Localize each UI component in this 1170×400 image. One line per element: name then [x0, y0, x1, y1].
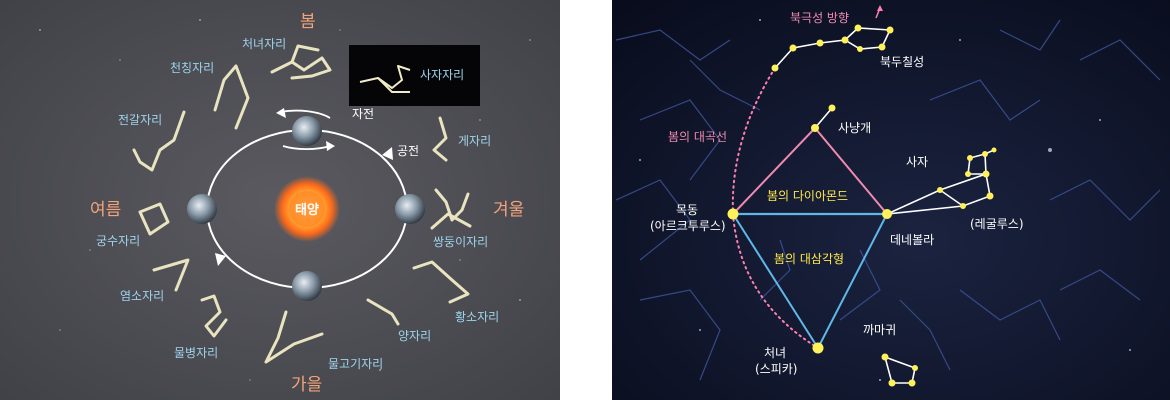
label-aries: 양자리: [398, 329, 431, 343]
label-big-dipper: 북두칠성: [880, 55, 924, 69]
rotation-arrow-icon: [276, 108, 286, 118]
earth-icon-left: [187, 194, 217, 224]
season-summer: 여름: [90, 200, 121, 220]
capricornus-lines: [152, 258, 190, 292]
label-sagittarius: 궁수자리: [96, 234, 140, 248]
label-virgo: 처녀자리: [242, 37, 286, 51]
season-autumn: 가을: [291, 375, 322, 395]
label-arcturus-star: (아르크투루스): [650, 219, 726, 233]
label-denebola: 데네볼라: [890, 233, 934, 247]
season-winter: 겨울: [493, 200, 524, 220]
leo-lines-right: [886, 172, 991, 215]
label-libra: 천칭자리: [170, 60, 214, 75]
sun-core: [289, 191, 325, 227]
gemini-lines-2: [430, 212, 472, 230]
background-stars: [39, 19, 531, 381]
sagittarius-lines: [138, 202, 170, 236]
leo-lines-2: [377, 77, 410, 93]
label-taurus: 황소자리: [455, 310, 499, 324]
spring-sky-diagram: 북극성 방향 북두칠성 봄의 대곡선 사냥개 사자 (레굴루스) 목동 (아르크…: [612, 0, 1170, 400]
label-polaris-direction: 북극성 방향: [790, 11, 849, 25]
taurus-lines: [412, 260, 470, 304]
revolution-label: 공전: [397, 144, 419, 158]
leo-highlight-box: [349, 45, 480, 106]
label-scorpius: 전갈자리: [118, 113, 162, 127]
pisces-lines: [264, 310, 324, 364]
label-hunting-dogs: 사냥개: [838, 121, 871, 135]
hunting-dogs-line: [814, 107, 833, 129]
rotation-arc-top: [279, 109, 331, 119]
leo-body-line: [939, 189, 964, 207]
constellation-lines: [132, 44, 472, 364]
leo-lines: [359, 65, 411, 89]
label-regulus: (레굴루스): [970, 217, 1024, 231]
label-spring-triangle: 봄의 대삼각형: [774, 252, 844, 266]
season-spring: 봄: [300, 12, 316, 32]
earth-icon-top: [292, 116, 322, 146]
gemini-lines: [434, 188, 470, 222]
rotation-arc-bottom: [282, 145, 331, 150]
rotation-arrow-icon-2: [326, 141, 335, 151]
earth-icon-bottom: [292, 271, 322, 301]
libra-lines: [213, 64, 250, 130]
orbit-arrows: [215, 147, 393, 266]
cancer-lines: [432, 116, 448, 162]
constellation-boundary-lines: [615, 19, 1161, 381]
label-arcturus-name: 목동: [676, 203, 698, 217]
label-leo-right: 사자: [906, 155, 928, 169]
rotation-label: 자전: [352, 107, 374, 121]
virgo-lines-2: [290, 44, 320, 64]
label-corvus: 까마귀: [863, 323, 896, 337]
right-panel-background: [612, 0, 1170, 400]
label-gemini: 쌍둥이자리: [433, 235, 488, 249]
revolution-arrow-icon-2: [215, 253, 226, 266]
sun-label: 태양: [295, 203, 319, 218]
bright-stars: [727, 24, 997, 387]
polaris-arrowhead-icon: [877, 5, 883, 11]
aries-lines: [366, 298, 400, 326]
label-spring-diamond: 봄의 다이아몬드: [767, 189, 848, 203]
label-pisces: 물고기자리: [328, 357, 383, 371]
revolution-arrow-icon: [382, 147, 393, 160]
aquarius-lines: [200, 294, 228, 338]
scorpius-lines: [132, 110, 186, 172]
label-leo: 사자자리: [420, 68, 464, 82]
label-spring-arc: 봄의 대곡선: [668, 130, 727, 144]
label-spica-star: (스피카): [755, 362, 797, 376]
label-capricornus: 염소자리: [120, 289, 164, 303]
label-cancer: 게자리: [458, 134, 491, 148]
label-spica-name: 처녀: [764, 346, 786, 360]
zodiac-orbit-diagram: 태양 자전 공전 봄 여름 가을 겨울: [0, 0, 560, 400]
earth-icon-right: [395, 194, 425, 224]
label-aquarius: 물병자리: [174, 346, 218, 360]
background-stars-right: [639, 19, 1131, 381]
